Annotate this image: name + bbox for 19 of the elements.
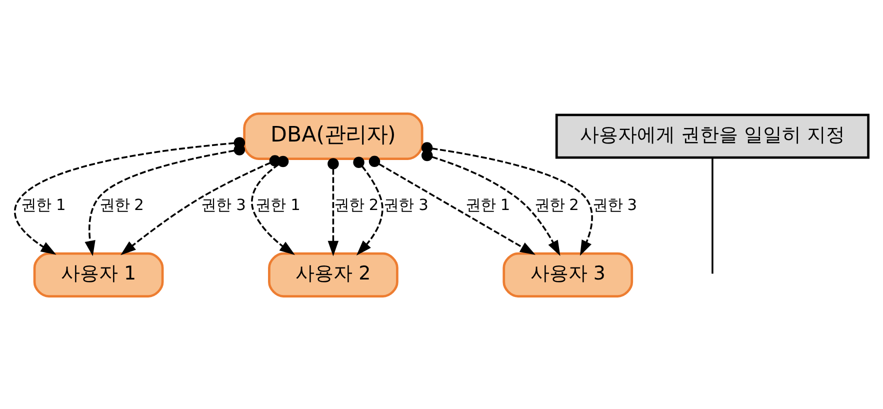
edge-label: 권한 2	[99, 196, 144, 214]
edge-label: 권한 3	[592, 196, 638, 214]
arrow	[84, 144, 246, 256]
edge-label: 권한 3	[384, 196, 428, 214]
node-box: 사용자 1	[33, 252, 164, 297]
node-box: 사용자에게 권한을 일일히 지정	[555, 113, 870, 158]
edge-label: 권한 1	[21, 196, 66, 214]
arrow	[368, 155, 536, 254]
node-box: 사용자 3	[502, 252, 634, 297]
node-box: 사용자 2	[268, 252, 398, 297]
connector	[712, 158, 714, 274]
edge-label: 권한 3	[201, 196, 246, 214]
arrow	[328, 158, 339, 256]
edge-label: 권한 1	[256, 196, 300, 214]
node-box: DBA(관리자)	[243, 112, 424, 160]
edge-label: 권한 2	[534, 196, 579, 214]
edge-label: 권한 2	[334, 196, 379, 214]
edge-label: 권한 1	[466, 196, 510, 214]
arrow	[353, 156, 384, 255]
